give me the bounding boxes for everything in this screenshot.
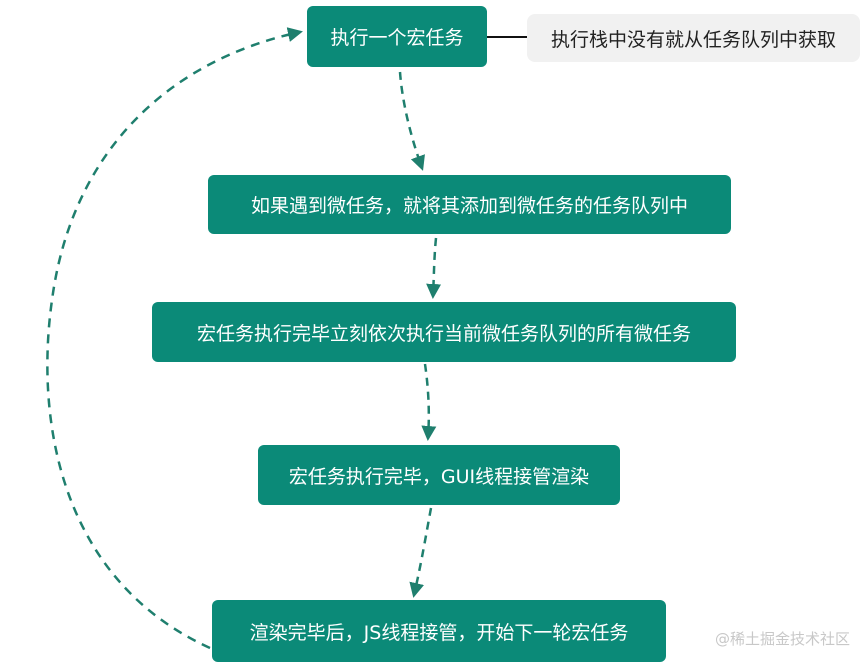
arrow-n4-to-n5 — [409, 507, 433, 598]
node-execute-macrotask: 执行一个宏任务 — [307, 6, 487, 67]
watermark-text: @稀土掘金技术社区 — [714, 630, 850, 648]
arrow-n1-to-n2 — [398, 71, 425, 171]
node-add-microtask: 如果遇到微任务，就将其添加到微任务的任务队列中 — [208, 175, 731, 234]
node-next-macrotask: 渲染完毕后，JS线程接管，开始下一轮宏任务 — [212, 600, 666, 662]
arrow-n3-to-n4 — [421, 363, 437, 441]
node-run-microtasks: 宏任务执行完毕立刻依次执行当前微任务队列的所有微任务 — [152, 302, 736, 362]
note-fetch-from-queue: 执行栈中没有就从任务队列中获取 — [527, 14, 860, 62]
arrow-loop-back — [46, 27, 303, 650]
node-gui-render: 宏任务执行完毕，GUI线程接管渲染 — [258, 445, 620, 505]
arrow-n2-to-n3 — [426, 237, 442, 299]
